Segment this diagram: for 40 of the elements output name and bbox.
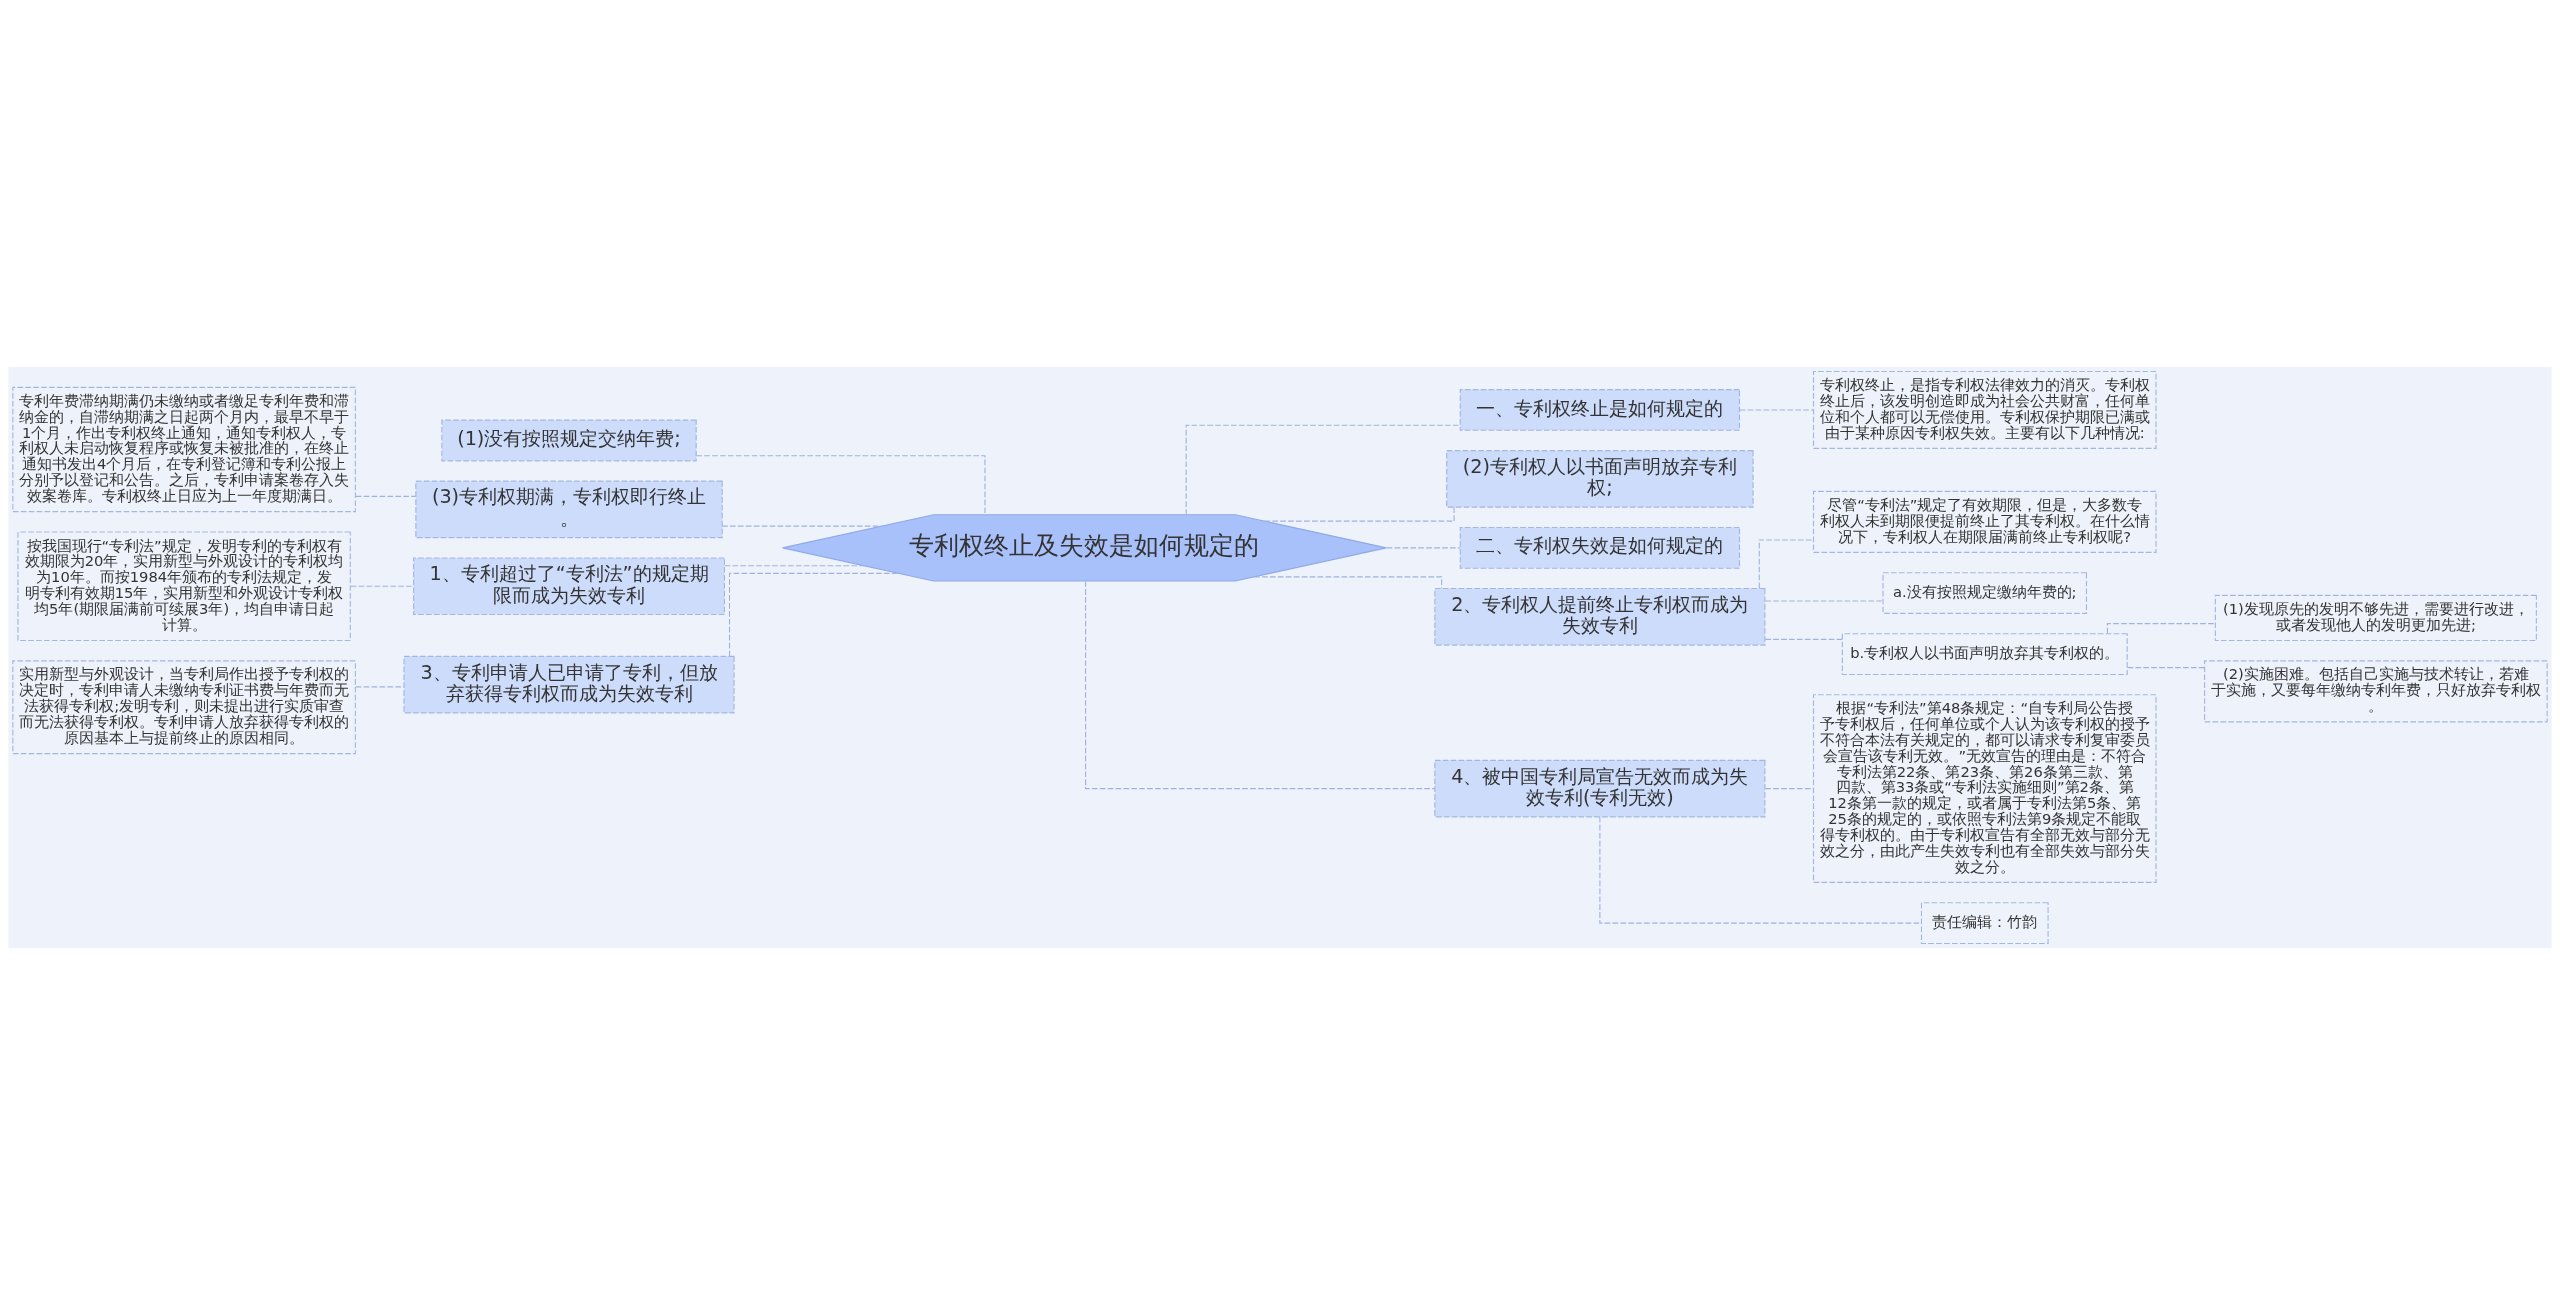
node-box: (1)发现原先的发明不够先进，需要进行改进，或者发现他人的发明更加先进; — [2214, 594, 2537, 641]
connector — [2106, 622, 2216, 634]
connector — [1764, 787, 1814, 789]
connector — [728, 572, 900, 657]
connector — [355, 685, 405, 687]
node-box: 2、专利权人提前终止专利权而成为失效专利 — [1434, 587, 1766, 646]
connector — [1085, 580, 1436, 789]
node-box: 实用新型与外观设计，当专利局作出授予专利权的决定时，专利申请人未缴纳专利证书费与年费而无法获得专利权;发明专利，则未提出进行实质审查而无法获得专利权。专利申请人放弃获得专利权的原因基本上与提前终止的原因相同。 — [12, 659, 356, 754]
node-box: b.专利权人以书面声明放弃其专利权的。 — [1841, 632, 2128, 675]
connector — [1185, 424, 1461, 515]
connector — [1263, 506, 1455, 522]
connector — [695, 454, 986, 515]
node-box: 根据“专利法”第48条规定：“自专利局公告授予专利权后，任何单位或个人认为该专利权的授予不符合本法有关规定的，都可以请求专利复审委员会宣告该专利无效。”无效宣告的理由是：不符合专利法第22条、第23条、第26条第三款、第四款、第33条或“专利法实施细则”第2条、第12条第一款的规定，或者属于专利法第5条、第25条的规定的，或依照专利法第9条规定不能取得专利权的。由于专利权宣告有全部无效与部分无效之分，由此产生失效专利也有全部失效与部分失效之分。 — [1812, 693, 2157, 883]
connector — [1599, 816, 1922, 924]
node-box: (3)专利权期满，专利权即行终止。 — [415, 480, 723, 538]
node-box: 责任编辑：竹韵 — [1920, 901, 2049, 944]
connector — [721, 525, 882, 527]
connector — [1739, 408, 1814, 410]
connector — [1764, 638, 1843, 640]
node-box: 4、被中国专利局宣告无效而成为失效专利(专利无效) — [1434, 759, 1766, 817]
connector — [1253, 575, 1443, 589]
connector — [350, 585, 414, 587]
node-box: 按我国现行“专利法”规定，发明专利的专利权有效期限为20年，实用新型与外观设计的专利权均为10年。而按1984年颁布的专利法规定，发明专利有效期15年，实用新型和外观设计专利权均5年(期限届满前可续展3年)，均自申请日起计算。 — [17, 530, 351, 641]
connector — [724, 564, 865, 566]
node-box: (2)实施困难。包括自己实施与技术转让，若难于实施，又要每年缴纳专利年费，只好放弃专利权。 — [2204, 659, 2548, 722]
node-box: 专利权终止，是指专利权法律效力的消灭。专利权终止后，该发明创造即成为社会公共财富，任何单位和个人都可以无偿使用。专利权保护期限已满或由于某种原因专利权失效。主要有以下几种情况: — [1812, 370, 2157, 449]
connector — [1758, 538, 1814, 589]
node-box: 一、专利权终止是如何规定的 — [1459, 388, 1741, 431]
node-box: 尽管“专利法”规定了有效期限，但是，大多数专利权人未到期限便提前终止了其专利权。在什么情况下，专利权人在期限届满前终止专利权呢? — [1812, 490, 2157, 553]
node-box: 专利年费滞纳期满仍未缴纳或者缴足专利年费和滞纳金的，自滞纳期满之日起两个月内，最早不早于1个月，作出专利权终止通知，通知专利权人，专利权人未启动恢复程序或恢复未被批准的，在终止通知书发出4个月后，在专利登记簿和专利公报上分别予以登记和公告。之后，专利申请案卷存入失效案卷库。专利权终止日应为上一年度期满日。 — [12, 386, 356, 512]
node-box: (1)没有按照规定交纳年费; — [441, 419, 697, 461]
connector — [355, 495, 417, 497]
node-box: 二、专利权失效是如何规定的 — [1459, 526, 1741, 569]
node-box: 3、专利申请人已申请了专利，但放弃获得专利权而成为失效专利 — [403, 655, 735, 713]
node-box: 1、专利超过了“专利法”的规定期限而成为失效专利 — [413, 556, 725, 615]
connector — [2127, 666, 2206, 668]
node-box: a.没有按照规定缴纳年费的; — [1882, 571, 2088, 614]
connector — [1385, 546, 1461, 548]
connector — [1764, 599, 1884, 602]
node-box: (2)专利权人以书面声明放弃专利权; — [1446, 449, 1754, 508]
